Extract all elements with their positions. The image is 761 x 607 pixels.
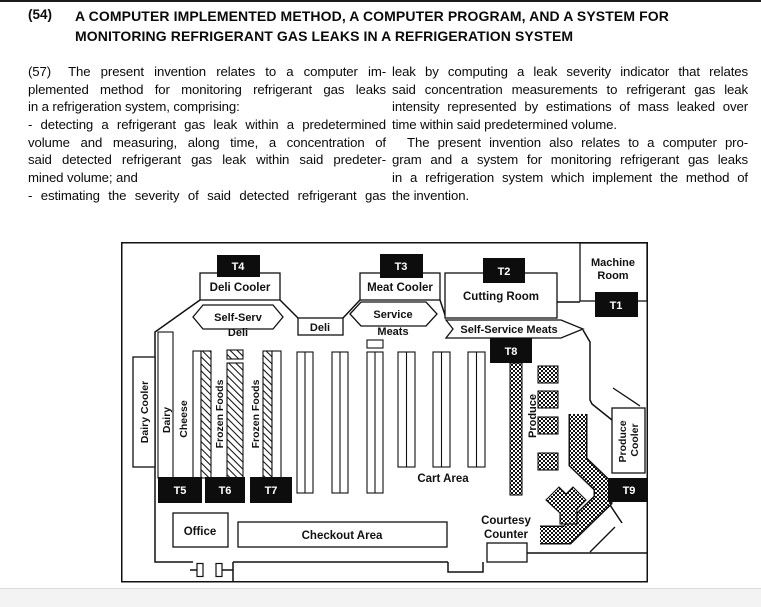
sensor-t5-label: T5 bbox=[174, 485, 187, 497]
patent-figure-floor-plan: T4 T3 T2 T1 T8 T5 T6 T7 T9 Deli Cooler M… bbox=[121, 242, 650, 583]
abstract-line: mined volume; and bbox=[28, 170, 138, 186]
title-line-2: MONITORING REFRIGERANT GAS LEAKS IN A RE… bbox=[75, 28, 574, 44]
sensor-boxes bbox=[158, 254, 650, 503]
title-line-1: A COMPUTER IMPLEMENTED METHOD, A COMPUTE… bbox=[75, 8, 669, 24]
abstract-line: (57)The present invention relates to a c… bbox=[28, 64, 386, 79]
sensor-t3-label: T3 bbox=[395, 261, 408, 273]
deli-counter-box bbox=[297, 317, 344, 336]
cutting-room-label: Cutting Room bbox=[463, 291, 539, 303]
abstract-line: - detecting a refrigerant gas leak withi… bbox=[28, 117, 386, 133]
entrance-doors bbox=[196, 562, 223, 578]
cart-area-label: Cart Area bbox=[417, 473, 469, 485]
sensor-t5 bbox=[158, 477, 202, 503]
sensor-t4 bbox=[217, 255, 260, 277]
frozen-foods-label-1: Frozen Foods bbox=[214, 379, 226, 448]
abstract-line: The present invention also relates to a … bbox=[407, 134, 748, 150]
door-icon bbox=[196, 562, 204, 578]
abstract-line: said detected refrigerant gas leak withi… bbox=[28, 152, 386, 168]
deli-cooler-label: Deli Cooler bbox=[210, 282, 271, 294]
dairy-label: Dairy bbox=[161, 407, 173, 433]
field-code-57: (57) bbox=[28, 64, 52, 79]
sensor-t3 bbox=[380, 254, 423, 278]
abstract-line: leak by computing a leak severity indica… bbox=[392, 64, 748, 79]
field-code-54: (54) bbox=[28, 7, 53, 22]
sensor-t1 bbox=[595, 292, 638, 317]
self-service-meats-banner bbox=[444, 319, 585, 339]
courtesy-counter-label-line2: Counter bbox=[484, 529, 529, 541]
self-serv-deli-label-line1: Self-Serv bbox=[214, 312, 263, 324]
page-bottom-edge bbox=[0, 588, 761, 607]
abstract-line: in a refrigeration system, comprising: bbox=[28, 99, 240, 115]
sensor-t9-label: T9 bbox=[623, 485, 636, 497]
produce-label: Produce bbox=[527, 394, 539, 438]
self-serv-deli-banner bbox=[192, 304, 284, 330]
abstract-line: gram and a system for monitoring refrige… bbox=[392, 152, 748, 168]
checkout-area-box bbox=[237, 521, 448, 548]
meat-cooler-label: Meat Cooler bbox=[367, 282, 433, 294]
self-service-meats-label: Self-Service Meats bbox=[460, 324, 557, 336]
sensor-t6 bbox=[205, 477, 245, 503]
checkout-area-label: Checkout Area bbox=[302, 530, 383, 542]
office-box bbox=[172, 512, 229, 548]
aisle-shelving bbox=[157, 331, 486, 494]
machine-room-label-line2: Room bbox=[597, 270, 628, 282]
service-meats-label-line1: Service bbox=[373, 309, 412, 321]
frozen-foods-label-2: Frozen Foods bbox=[250, 379, 262, 448]
produce-island bbox=[545, 486, 587, 525]
sensor-t8 bbox=[490, 338, 532, 363]
sensor-t2 bbox=[483, 258, 525, 283]
store-walls bbox=[154, 299, 647, 581]
door-lines bbox=[589, 387, 641, 553]
abstract-line: time within said predetermined volume. bbox=[392, 117, 617, 133]
courtesy-counter-label-line1: Courtesy bbox=[481, 515, 531, 527]
deli-counter-label: Deli bbox=[310, 322, 330, 334]
sensor-t8-label: T8 bbox=[505, 346, 518, 358]
abstract-line: plemented method for monitoring refriger… bbox=[28, 81, 386, 97]
sensor-t1-label: T1 bbox=[610, 300, 623, 312]
produce-displays bbox=[509, 362, 613, 545]
sensor-t4-label: T4 bbox=[232, 261, 246, 273]
abstract-line: intensity represented by estimations of … bbox=[392, 99, 748, 115]
self-serv-deli-label-line2: Deli bbox=[228, 327, 248, 339]
service-meats-banner bbox=[349, 301, 438, 327]
machine-room-label-line1: Machine bbox=[591, 257, 635, 269]
office-label: Office bbox=[184, 526, 217, 538]
page-title: A COMPUTER IMPLEMENTED METHOD, A COMPUTE… bbox=[75, 6, 735, 46]
abstract-right-column: leak by computing a leak severity indica… bbox=[392, 64, 748, 206]
abstract-line: said concentration measurements to refri… bbox=[392, 81, 748, 97]
sensor-t9 bbox=[608, 478, 650, 502]
abstract-line: the invention. bbox=[392, 187, 470, 203]
sensor-t7 bbox=[250, 477, 292, 503]
dairy-cooler-label: Dairy Cooler bbox=[139, 381, 151, 443]
sensor-t7-label: T7 bbox=[265, 485, 278, 497]
produce-cooler-label: Produce Cooler bbox=[617, 418, 641, 463]
produce-cooler-box bbox=[611, 407, 646, 474]
dairy-cooler-box bbox=[132, 356, 156, 468]
door-icon bbox=[215, 562, 223, 578]
abstract-line: - estimating the severity of said detect… bbox=[28, 187, 386, 203]
abstract-line: volume and measuring, along time, a conc… bbox=[28, 134, 386, 150]
sensor-t2-label: T2 bbox=[498, 266, 511, 278]
sensor-t6-label: T6 bbox=[219, 485, 232, 497]
abstract-line: in a refrigeration system which implemen… bbox=[392, 170, 748, 186]
courtesy-counter-box bbox=[486, 542, 528, 563]
abstract-left-column: (57)The present invention relates to a c… bbox=[28, 64, 386, 206]
service-meats-label-line2: Meats bbox=[377, 326, 408, 338]
cheese-label: Cheese bbox=[178, 400, 190, 438]
window-top-edge bbox=[0, 0, 761, 2]
machine-room bbox=[579, 242, 648, 302]
deli-cooler-box bbox=[199, 272, 281, 301]
